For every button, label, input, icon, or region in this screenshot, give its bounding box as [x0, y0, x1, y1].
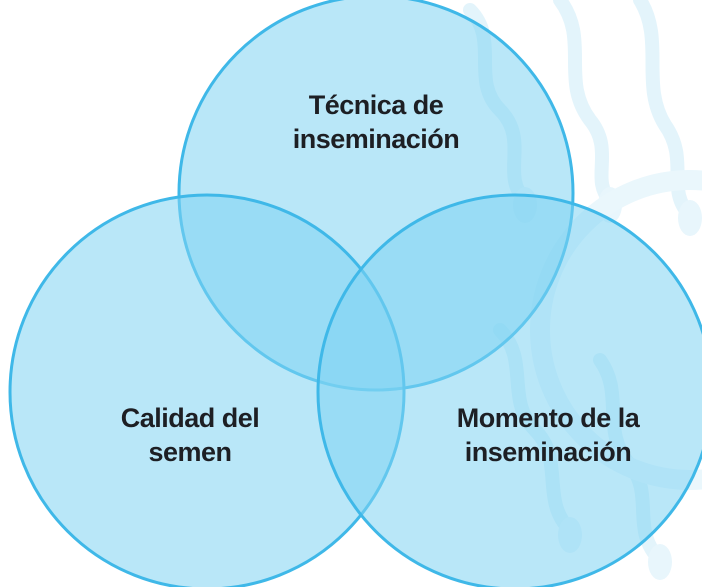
label-tecnica-line-1: Técnica de: [308, 90, 444, 120]
label-tecnica-line-2: inseminación: [292, 124, 460, 154]
circle-momento: [316, 193, 702, 587]
label-tecnica-de-inseminacion: Técnica de inseminación: [266, 88, 486, 156]
label-momento-de-la-inseminacion: Momento de la inseminación: [428, 401, 668, 469]
label-calidad-line-1: Calidad del: [120, 403, 260, 433]
label-momento-line-2: inseminación: [464, 437, 632, 467]
label-calidad-line-2: semen: [148, 437, 232, 467]
label-calidad-del-semen: Calidad del semen: [80, 401, 300, 469]
label-momento-line-1: Momento de la: [456, 403, 640, 433]
